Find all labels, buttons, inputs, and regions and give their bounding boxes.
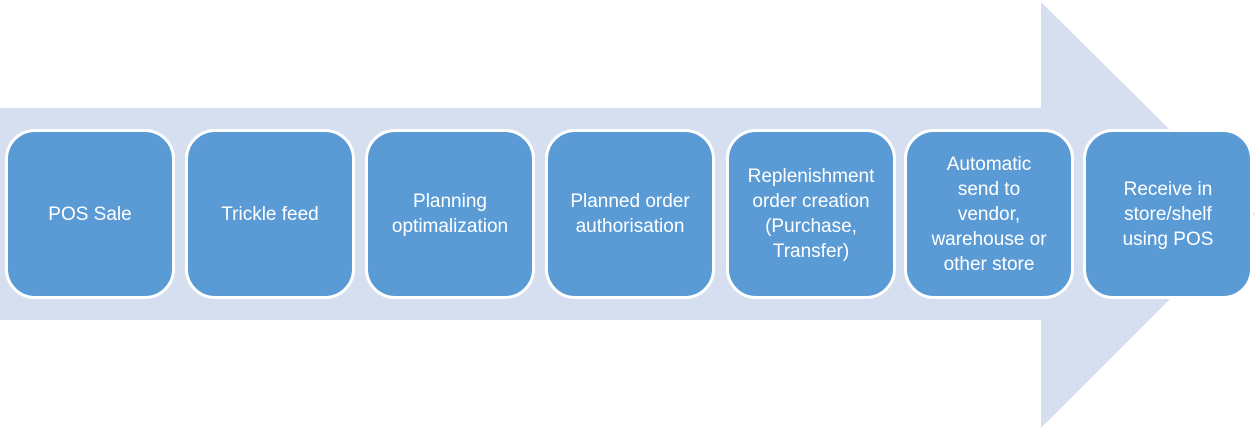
step-automatic-send: Automatic send to vendor, warehouse or o… xyxy=(904,129,1074,299)
step-pos-sale: POS Sale xyxy=(5,129,175,299)
step-label: Replenishment order creation (Purchase, … xyxy=(747,166,875,262)
step-replenishment-order-creation: Replenishment order creation (Purchase, … xyxy=(726,129,896,299)
step-receive-in-store: Receive in store/shelf using POS xyxy=(1083,129,1253,299)
step-label: Automatic send to vendor, warehouse or o… xyxy=(931,153,1047,275)
step-label: Planning optimalization xyxy=(391,191,509,237)
step-label: POS Sale xyxy=(48,203,132,225)
step-label: Receive in store/shelf using POS xyxy=(1122,178,1214,250)
step-label: Trickle feed xyxy=(221,203,319,225)
step-planning-optimalization: Planning optimalization xyxy=(365,129,535,299)
step-planned-order-authorisation: Planned order authorisation xyxy=(545,129,715,299)
step-label: Planned order authorisation xyxy=(570,191,690,237)
step-trickle-feed: Trickle feed xyxy=(185,129,355,299)
